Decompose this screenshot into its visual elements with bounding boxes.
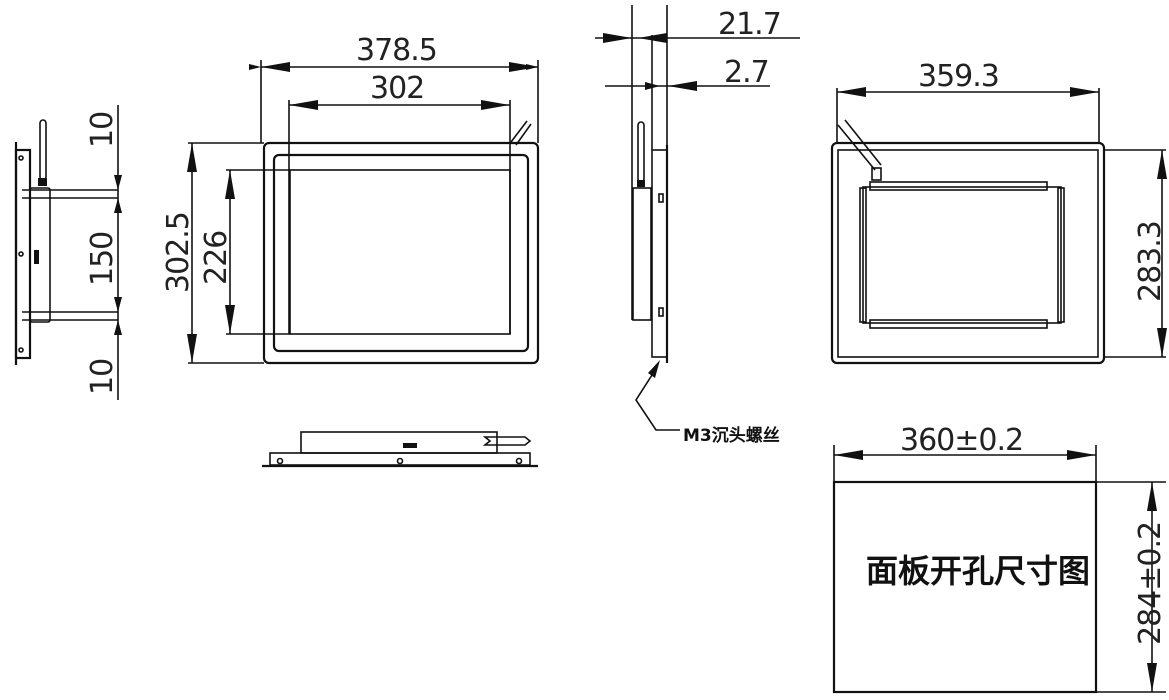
dim-display-height: 226 (199, 231, 234, 285)
cutout-title: 面板开孔尺寸图 (866, 552, 1090, 590)
dim-overall-width: 378.5 (356, 33, 437, 68)
dim-mount-spacing: 150 (85, 232, 120, 286)
dim-total-depth: 21.7 (718, 7, 781, 42)
rear-view: 359.3 283.3 (830, 59, 1168, 365)
dim-display-width: 302 (370, 71, 424, 106)
front-view: 378.5 302 302.5 226 (161, 33, 540, 365)
dim-rear-width: 359.3 (918, 59, 999, 94)
bottom-view (262, 431, 538, 468)
dim-bottom-margin: 10 (85, 359, 120, 395)
dim-rear-height: 283.3 (1133, 221, 1168, 302)
dim-overall-height: 302.5 (161, 212, 196, 293)
dim-cutout-width: 360±0.2 (900, 423, 1023, 458)
left-side-view: 10 150 10 (14, 105, 122, 400)
dim-panel-thickness: 2.7 (724, 55, 769, 90)
screw-callout: M3沉头螺丝 (683, 425, 780, 446)
right-side-view: 21.7 2.7 M3沉头螺丝 (595, 5, 800, 446)
panel-cutout-view: 360±0.2 284±0.2 面板开孔尺寸图 (832, 423, 1168, 694)
dim-cutout-height: 284±0.2 (1133, 522, 1168, 645)
dim-top-margin: 10 (85, 112, 120, 148)
